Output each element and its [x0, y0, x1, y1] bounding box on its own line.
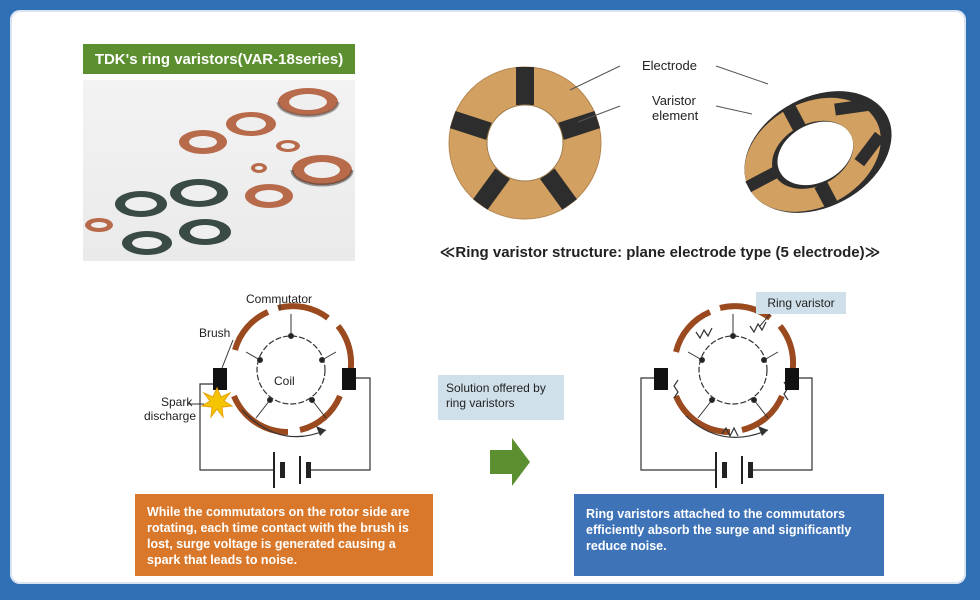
coil-icon — [256, 335, 326, 405]
copper-ring — [276, 88, 340, 118]
solution-label: Solution offered by ring varistors — [438, 375, 564, 420]
brush-right — [342, 368, 356, 390]
ring-varistor-symbols — [673, 321, 789, 438]
circuit-wire — [306, 377, 371, 471]
problem-description: While the commutators on the rotor side … — [135, 494, 433, 576]
coil-connections — [687, 314, 779, 419]
arrowhead — [316, 426, 326, 436]
structure-caption: ≪Ring varistor structure: plane electrod… — [439, 244, 881, 261]
copper-ring — [251, 163, 267, 173]
ring-varistor-label: Ring varistor — [756, 292, 846, 314]
battery-icon — [273, 452, 311, 488]
leader-line — [715, 105, 753, 115]
spark-icon — [200, 386, 234, 419]
dark-ring — [122, 231, 172, 255]
leader-line — [715, 65, 769, 85]
leader-line — [569, 65, 621, 91]
varistor-label-line2: element — [652, 108, 699, 123]
leader-line — [221, 339, 234, 369]
ring-structure-drawing — [188, 65, 892, 488]
dark-ring — [170, 179, 228, 207]
flat-ring-varistor — [448, 66, 602, 220]
photo-title: TDK's ring varistors(VAR-18series) — [83, 44, 355, 74]
spark-label-line2: discharge — [144, 409, 197, 423]
dark-ring — [115, 191, 167, 217]
tilted-ring-varistor — [744, 91, 892, 213]
leader-line — [759, 313, 771, 327]
spark-label-line1: Spark — [161, 395, 193, 409]
circuit-wire — [199, 383, 274, 471]
battery-icon — [715, 452, 753, 488]
copper-ring — [226, 112, 276, 136]
right-motor-diagram — [640, 303, 813, 488]
coil-label: Coil — [274, 374, 295, 388]
solution-description: Ring varistors attached to the commutato… — [574, 494, 884, 576]
commutator-label: Commutator — [246, 292, 313, 306]
brush-left — [654, 368, 668, 390]
rotation-arrow — [241, 409, 327, 438]
ring-varistor-photo — [83, 80, 355, 261]
circuit-wire — [748, 377, 813, 471]
copper-ring — [85, 218, 113, 232]
right-arrow-icon — [490, 438, 530, 486]
copper-ring — [290, 155, 354, 187]
brush-left — [213, 368, 227, 390]
diagram-frame: TDK's ring varistors(VAR-18series) — [10, 10, 966, 584]
brush-label: Brush — [199, 326, 231, 340]
brush-right — [785, 368, 799, 390]
electrode-label: Electrode — [642, 58, 697, 73]
left-motor-diagram — [188, 300, 371, 488]
copper-ring — [276, 140, 300, 152]
dark-ring — [179, 219, 231, 245]
varistor-label-line1: Varistor — [652, 93, 696, 108]
rotation-arrow — [685, 415, 769, 438]
copper-ring — [245, 184, 293, 208]
ring-varistor-photo-drawing — [85, 88, 354, 255]
circuit-wire — [640, 377, 716, 471]
leader-line — [577, 105, 621, 123]
copper-ring — [179, 130, 227, 154]
arrowhead — [758, 426, 768, 436]
electrode-segments — [449, 67, 601, 210]
coil-connections — [245, 314, 337, 419]
coil-icon — [698, 335, 768, 405]
